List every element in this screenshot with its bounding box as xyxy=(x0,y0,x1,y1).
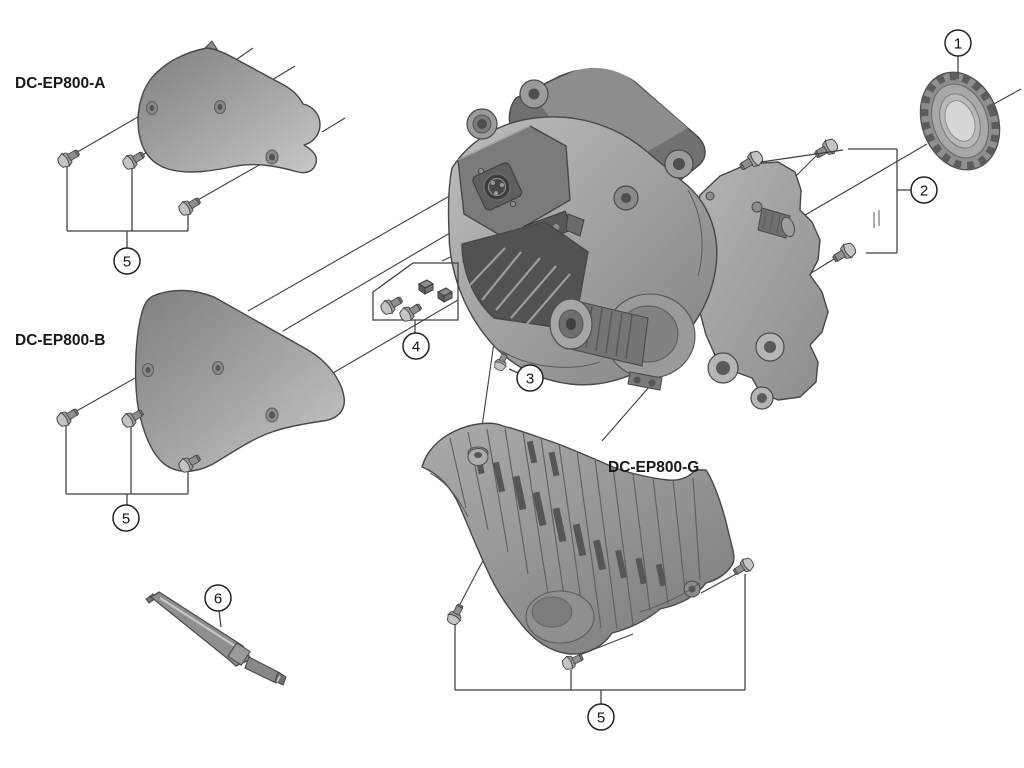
sensor-screw-callout-line xyxy=(508,368,519,374)
callout-sensor-screw-number: 3 xyxy=(526,371,534,388)
callout-hardware-set-number: 4 xyxy=(412,339,420,356)
skid-plate-screws-bracket xyxy=(454,574,746,704)
skid-plate-g xyxy=(421,422,735,655)
drive-unit-cover-a xyxy=(137,40,321,174)
callout-sensor-screw: 3 xyxy=(516,364,544,392)
callout-cover-b-screws: 5 xyxy=(112,504,140,532)
label-cover-a: DC-EP800-A xyxy=(15,75,105,92)
callout-plug-tool-number: 6 xyxy=(214,591,222,608)
cover-a-screws-bracket xyxy=(66,167,189,248)
callout-cover-b-screws-number: 5 xyxy=(122,511,130,528)
callout-plug-tool: 6 xyxy=(204,584,232,612)
hardware-set-box xyxy=(372,262,459,325)
callout-skid-plate-screws: 5 xyxy=(587,703,615,731)
callout-lockring-number: 1 xyxy=(954,36,962,53)
callout-hardware-set: 4 xyxy=(402,332,430,360)
callout-cover-a-screws-number: 5 xyxy=(123,254,131,271)
lockring xyxy=(919,71,1001,171)
plug-tool xyxy=(145,591,287,686)
label-skid-plate: DC-EP800-G xyxy=(608,459,699,476)
callout-mount-screws: 2 xyxy=(910,176,938,204)
drive-unit xyxy=(447,67,880,410)
callout-mount-screws-number: 2 xyxy=(920,183,928,200)
drive-unit-cover-b xyxy=(134,289,345,472)
label-cover-b: DC-EP800-B xyxy=(15,332,105,349)
cover-b-screws-bracket xyxy=(65,426,189,505)
mount-screws-bracket xyxy=(760,148,911,254)
callout-cover-a-screws: 5 xyxy=(113,247,141,275)
callout-skid-plate-screws-number: 5 xyxy=(597,710,605,727)
plug-tool-callout-line xyxy=(218,610,222,628)
callout-lockring: 1 xyxy=(944,29,972,57)
